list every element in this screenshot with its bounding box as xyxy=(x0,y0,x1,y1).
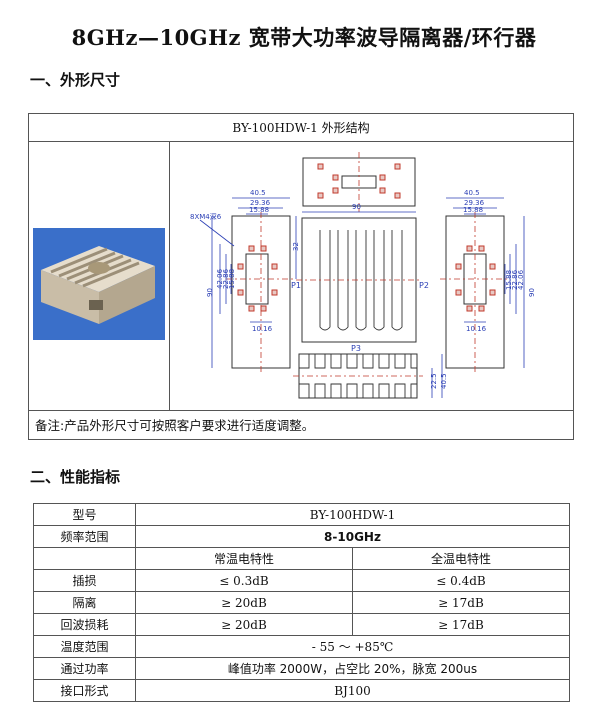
row-label-empty xyxy=(33,547,136,570)
column-header-full: 全温电特性 xyxy=(351,547,571,570)
freq-value: 8-10GHz xyxy=(135,525,570,548)
spec-table: 型号 BY-100HDW-1 频率范围 8-10GHz 常温电特性 全温电特性 … xyxy=(33,503,571,702)
left-dim-h-outer: 90 xyxy=(206,288,214,297)
right-dim-h-a: 42.06 xyxy=(517,269,525,290)
right-dim-h-outer: 90 xyxy=(528,288,536,297)
left-dim-w-mid: 29.36 xyxy=(250,199,271,207)
product-photo xyxy=(29,142,170,410)
table-row: 温度范围 - 55 ～ +85℃ xyxy=(33,635,570,658)
row-label: 通过功率 xyxy=(33,657,136,680)
port-label-p2: P2 xyxy=(419,281,429,290)
table-row: 回波损耗 ≥ 20dB ≥ 17dB xyxy=(33,613,571,636)
center-dim-width: 90 xyxy=(352,203,361,211)
bottom-dim-h-large: 40.5 xyxy=(440,373,448,389)
port-label-p3: P3 xyxy=(351,344,361,353)
document-title: 8GHz—10GHz 宽带大功率波导隔离器/环行器 xyxy=(71,25,537,50)
section-heading-dimensions: 一、外形尺寸 xyxy=(30,71,121,89)
column-header-normal: 常温电特性 xyxy=(135,547,353,570)
product-photo-image xyxy=(29,142,169,410)
right-dim-w-mid: 29.36 xyxy=(464,199,485,207)
table-row: 隔离 ≥ 20dB ≥ 17dB xyxy=(33,591,571,614)
row-label: 回波损耗 xyxy=(33,613,136,636)
port-value: BJ100 xyxy=(135,679,570,702)
table-row: 接口形式 BJ100 xyxy=(33,679,570,702)
right-dim-w-outer: 40.5 xyxy=(464,189,480,197)
drawing-caption: BY-100HDW-1 外形结构 xyxy=(29,114,573,142)
left-dim-h-b: 22.86 xyxy=(222,268,230,289)
rl-normal: ≥ 20dB xyxy=(135,613,353,636)
row-label: 接口形式 xyxy=(33,679,136,702)
row-label: 型号 xyxy=(33,503,136,526)
iso-normal: ≥ 20dB xyxy=(135,591,353,614)
technical-drawing: 40.5 29.36 15.88 8XM4深6 90 42.06 22.86 1… xyxy=(170,142,573,410)
left-dim-thread: 8XM4深6 xyxy=(190,212,222,221)
row-label: 温度范围 xyxy=(33,635,136,658)
table-row: 频率范围 8-10GHz xyxy=(33,525,570,548)
rl-full: ≥ 17dB xyxy=(351,613,571,636)
row-label: 频率范围 xyxy=(33,525,136,548)
right-dim-h-c: 15.88 xyxy=(505,270,513,290)
outline-drawing: 40.5 29.36 15.88 8XM4深6 90 42.06 22.86 1… xyxy=(190,152,536,399)
table-row: 插损 ≤ 0.3dB ≤ 0.4dB xyxy=(33,569,571,592)
right-dim-w-inner: 15.88 xyxy=(463,206,483,214)
dimension-block: BY-100HDW-1 外形结构 xyxy=(28,113,574,440)
row-label: 插损 xyxy=(33,569,136,592)
power-value: 峰值功率 2000W，占空比 20%，脉宽 200us xyxy=(135,657,570,680)
table-row: 型号 BY-100HDW-1 xyxy=(33,503,570,526)
left-dim-w-bottom: 10.16 xyxy=(252,325,273,333)
row-label: 隔离 xyxy=(33,591,136,614)
loss-normal: ≤ 0.3dB xyxy=(135,569,353,592)
bottom-dim-h-small: 22.5 xyxy=(430,373,438,389)
table-row: 常温电特性 全温电特性 xyxy=(33,547,571,570)
left-dim-h-c: 15.88 xyxy=(228,269,236,289)
temp-value: - 55 ～ +85℃ xyxy=(135,635,570,658)
table-row: 通过功率 峰值功率 2000W，占空比 20%，脉宽 200us xyxy=(33,657,570,680)
drawing-note: 备注:产品外形尺寸可按照客户要求进行适度调整。 xyxy=(29,410,573,440)
left-dim-w-inner: 15.88 xyxy=(249,206,269,214)
iso-full: ≥ 17dB xyxy=(351,591,571,614)
port-label-p1: P1 xyxy=(291,281,301,290)
left-dim-h-side: 32 xyxy=(292,242,300,251)
left-dim-w-outer: 40.5 xyxy=(250,189,266,197)
right-dim-h-b: 22.86 xyxy=(511,269,519,290)
left-dim-h-a: 42.06 xyxy=(216,268,224,289)
loss-full: ≤ 0.4dB xyxy=(351,569,571,592)
model-value: BY-100HDW-1 xyxy=(135,503,570,526)
section-heading-performance: 二、性能指标 xyxy=(30,468,121,486)
right-dim-w-bottom: 10.16 xyxy=(466,325,487,333)
